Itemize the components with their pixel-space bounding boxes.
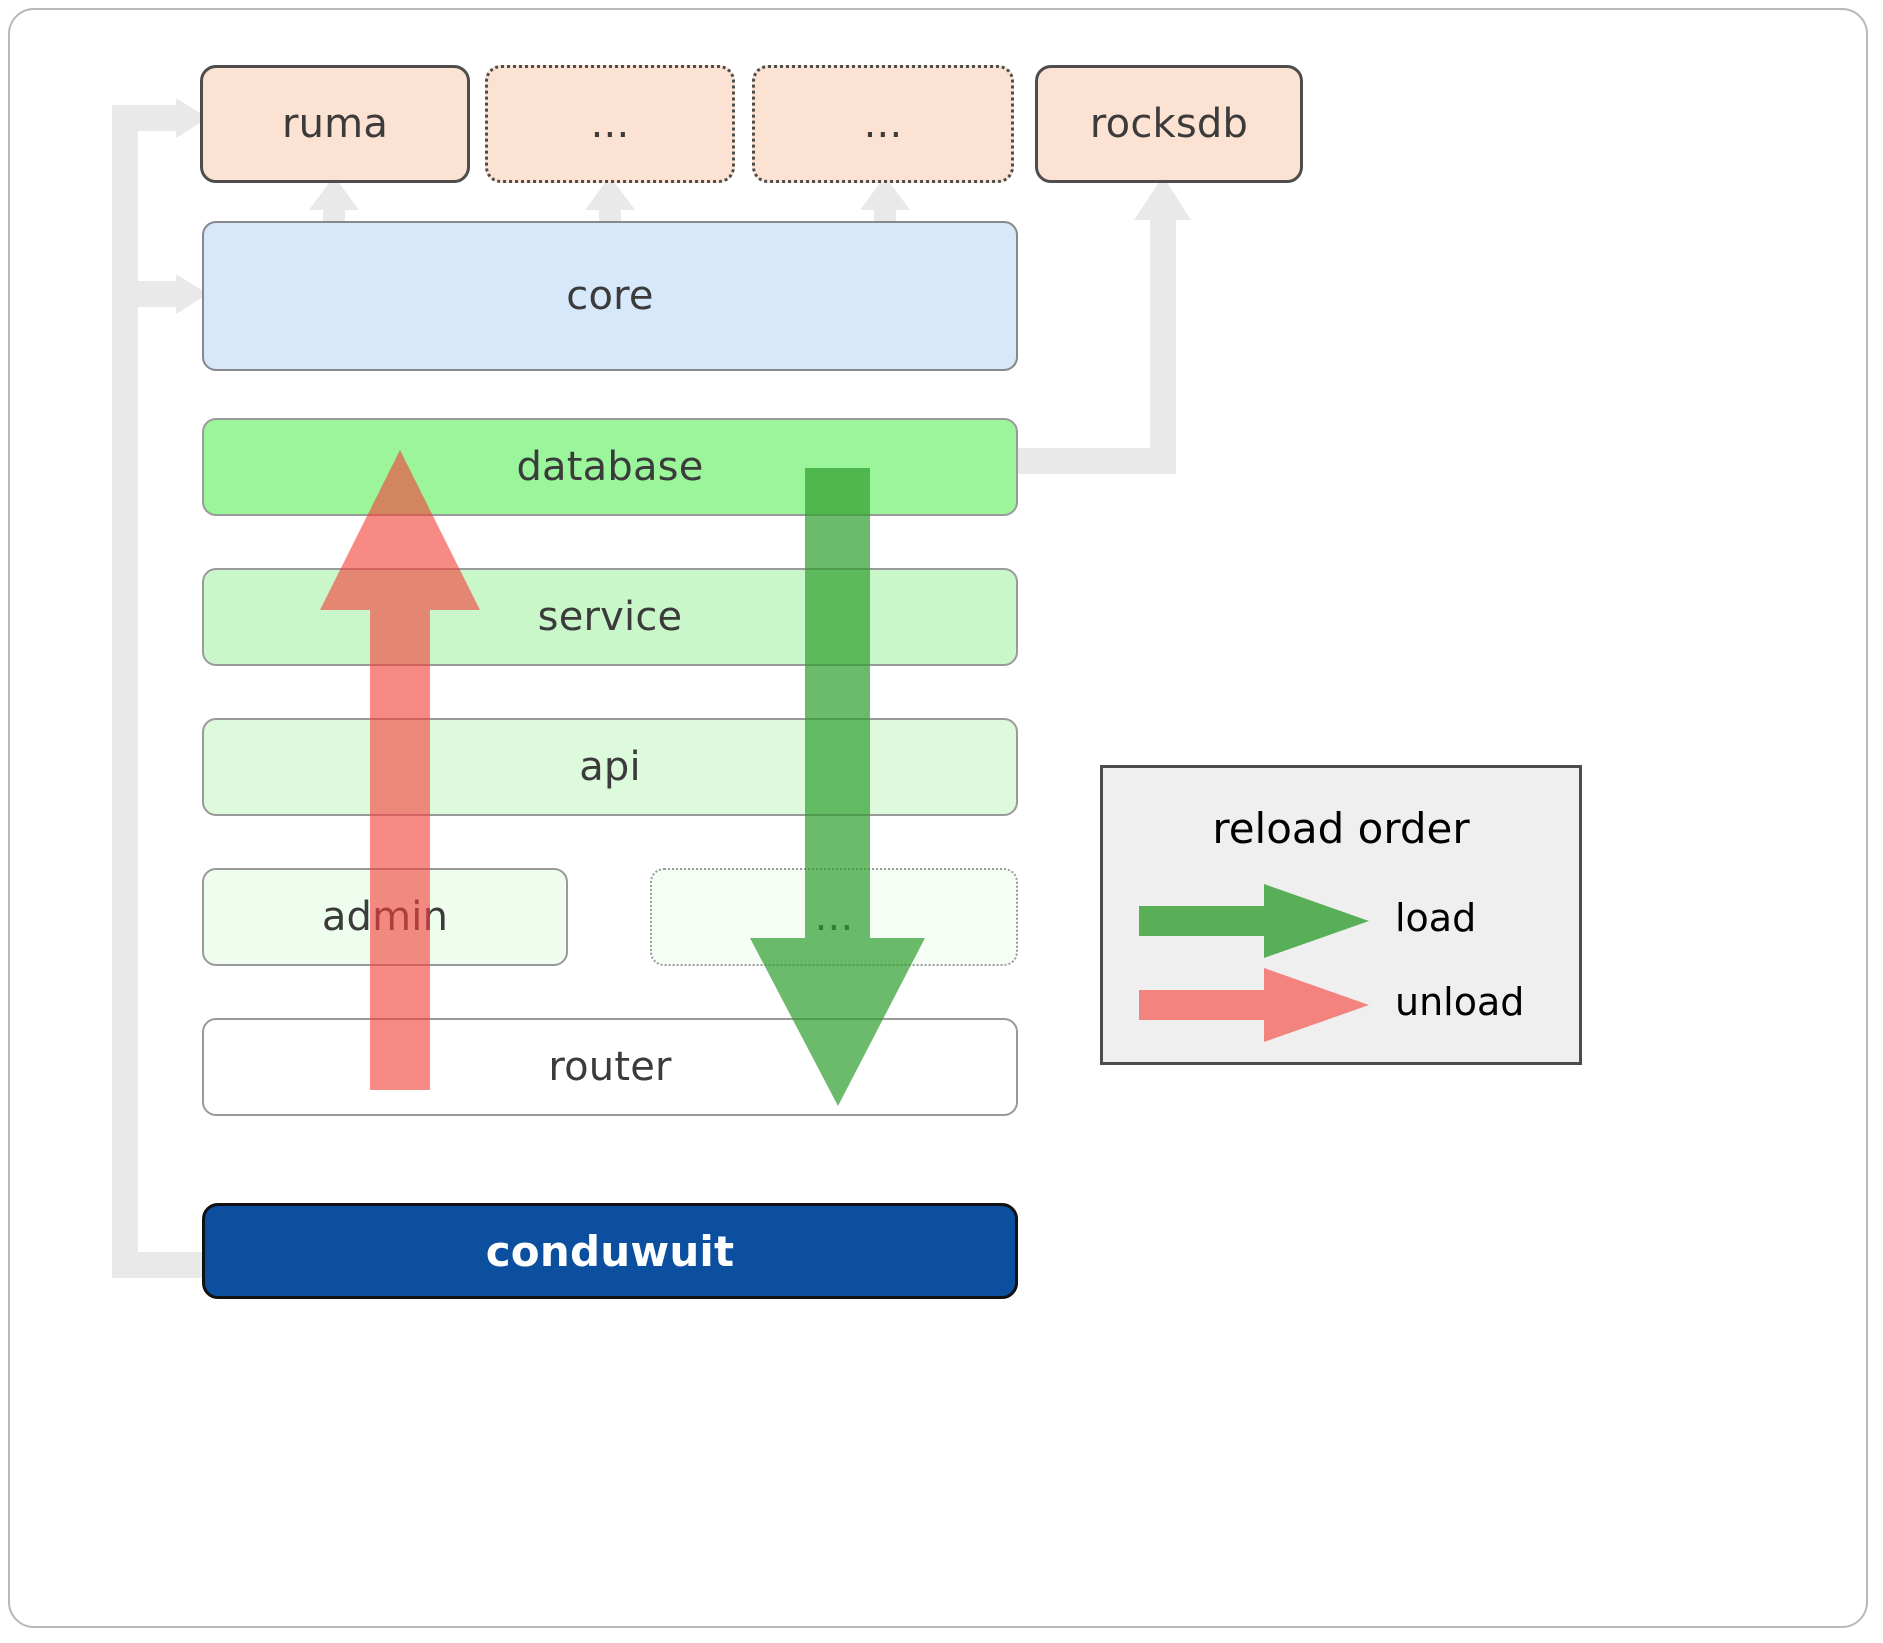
legend-label-unload: unload xyxy=(1395,980,1525,1024)
layer-box-router[interactable]: router xyxy=(202,1018,1018,1116)
connector-core-to-dep2 xyxy=(585,176,635,232)
connector-arrowhead-ruma xyxy=(176,98,208,138)
legend-panel: reload order load unload xyxy=(1100,765,1582,1065)
legend-label-load: load xyxy=(1395,896,1477,940)
dependency-label: ruma xyxy=(281,101,389,147)
legend-unload-arrow-icon xyxy=(1139,968,1369,1042)
unload-arrow xyxy=(320,450,480,1090)
load-arrow xyxy=(750,468,925,1106)
connector-arrowhead-rocksdb xyxy=(1134,176,1191,220)
dependency-label: ... xyxy=(863,101,903,147)
layer-label: api xyxy=(579,744,641,790)
root-box-conduwuit[interactable]: conduwuit xyxy=(202,1203,1018,1299)
core-box[interactable]: core xyxy=(202,221,1018,371)
root-label: conduwuit xyxy=(485,1226,735,1276)
connector-core-to-ruma xyxy=(309,176,359,232)
layer-label: database xyxy=(516,444,704,490)
layer-label: service xyxy=(537,594,683,640)
connector-database-to-rocksdb-horizontal xyxy=(1016,448,1176,474)
connector-arrowhead-core xyxy=(176,274,208,314)
connector-database-to-rocksdb-vertical xyxy=(1150,218,1176,474)
connector-trunk-to-core xyxy=(112,281,182,307)
layer-box-api[interactable]: api xyxy=(202,718,1018,816)
dependency-box-rocksdb[interactable]: rocksdb xyxy=(1035,65,1303,183)
legend-title: reload order xyxy=(1212,804,1470,853)
legend-load-arrow-icon xyxy=(1139,884,1369,958)
connector-trunk-to-ruma xyxy=(112,105,182,131)
dependency-label: rocksdb xyxy=(1089,101,1249,147)
dependency-box-placeholder-2[interactable]: ... xyxy=(752,65,1014,183)
connector-core-to-dep3 xyxy=(860,176,910,232)
core-label: core xyxy=(566,273,654,319)
layer-box-database[interactable]: database xyxy=(202,418,1018,516)
dependency-box-placeholder-1[interactable]: ... xyxy=(485,65,735,183)
dependency-box-ruma[interactable]: ruma xyxy=(200,65,470,183)
connector-trunk-vertical xyxy=(112,118,138,1278)
dependency-label: ... xyxy=(590,101,630,147)
layer-label: router xyxy=(548,1044,672,1090)
